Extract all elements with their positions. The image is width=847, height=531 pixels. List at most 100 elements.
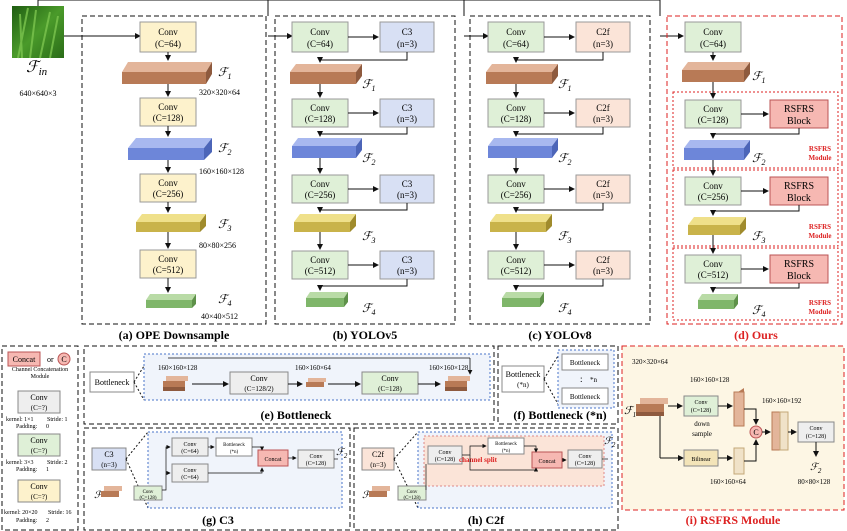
svg-text:(n=3): (n=3) — [101, 461, 117, 469]
svg-text:RSFRS: RSFRS — [784, 104, 814, 115]
panel-d-feature-4-block — [698, 294, 738, 309]
panel-b-c3-2: C3 (n=3) — [379, 98, 435, 128]
svg-text:RSFRS: RSFRS — [784, 259, 814, 270]
svg-text:C2f: C2f — [596, 179, 610, 189]
panel-c-conv-3: Conv (C=256) — [487, 174, 545, 204]
panel-e-conv-1 — [229, 371, 289, 395]
input-image — [12, 6, 64, 59]
input-routing-lines — [37, 0, 684, 39]
svg-text:Conv: Conv — [703, 259, 723, 269]
svg-text:Conv: Conv — [183, 468, 196, 474]
svg-text:(C=512): (C=512) — [698, 270, 729, 280]
panel-c-conv-4: Conv (C=512) — [487, 250, 545, 280]
svg-text:Block: Block — [787, 271, 811, 282]
panel-e: Bottleneck 160×160×128 Conv (C=128/2) 16… — [83, 345, 495, 425]
svg-text:0: 0 — [46, 424, 49, 430]
panel-a-size-3: 80×80×256 — [199, 241, 236, 250]
panel-a-feature-1-block — [122, 62, 212, 84]
panel-c-c2f-1: C2f (n=3) — [575, 21, 631, 53]
panel-d-feature-4-label: ℱ4 — [752, 303, 765, 319]
panel-d-rsfrs-block-3: RSFRS Block — [769, 254, 829, 284]
svg-text:(*n): (*n) — [517, 381, 529, 389]
panel-i-tall-block-2 — [733, 447, 745, 475]
svg-text:Stride: 2: Stride: 2 — [47, 460, 68, 466]
panel-d-conv-1: Conv (C=64) — [684, 21, 742, 53]
panel-d-conv-3: Conv (C=256) — [684, 176, 742, 206]
panel-d-conv-4: Conv (C=512) — [684, 254, 742, 284]
panel-c-feature-2-label: ℱ2 — [558, 151, 571, 167]
panel-c: Conv (C=64) C2f (n=3) ℱ1 Conv (C=128) C2… — [486, 21, 631, 317]
svg-text:down: down — [694, 420, 710, 428]
svg-text:Conv: Conv — [309, 454, 322, 460]
panel-h-caption: (h) C2f — [468, 513, 505, 527]
panel-a-feature-2-label: ℱ2 — [218, 141, 231, 157]
svg-text:Padding:: Padding: — [16, 518, 38, 524]
svg-text:Conv: Conv — [506, 103, 526, 113]
svg-text:Conv: Conv — [381, 374, 398, 383]
panel-b-feature-4-label: ℱ4 — [362, 301, 375, 317]
panel-d-frame — [666, 15, 843, 325]
panel-f-item-1 — [561, 353, 609, 371]
svg-text:C3: C3 — [402, 27, 413, 37]
panel-d-caption: (d) Ours — [734, 328, 778, 342]
svg-text:Conv: Conv — [30, 393, 47, 402]
svg-text:Bottleneck: Bottleneck — [506, 370, 541, 379]
svg-text:(C=128): (C=128) — [691, 407, 711, 414]
panel-d-feature-1-block — [682, 62, 750, 82]
panel-b-feature-1-block — [290, 64, 362, 84]
panel-a-conv-3: Conv (C=256) — [139, 173, 197, 203]
panel-b-feature-3-block — [294, 214, 356, 232]
panel-a-caption: (a) OPE Downsample — [119, 328, 230, 342]
svg-text:Stride: 1: Stride: 1 — [47, 417, 68, 423]
svg-text:(C=128): (C=128) — [806, 433, 826, 440]
panel-e-feature-cube-2 — [306, 378, 326, 387]
svg-text:RSFRS: RSFRS — [809, 299, 831, 307]
svg-text:Conv: Conv — [183, 442, 196, 448]
svg-text:80×80×128: 80×80×128 — [798, 478, 831, 486]
svg-text:(*n): (*n) — [230, 450, 239, 455]
svg-text:160×160×128: 160×160×128 — [158, 364, 198, 372]
svg-text:*n: *n — [590, 376, 598, 384]
panel-d-feature-2-label: ℱ2 — [752, 151, 765, 167]
svg-text:(n=3): (n=3) — [593, 39, 613, 49]
panel-f: Bottleneck (*n) Bottleneck : *n Bottlene… — [497, 345, 619, 425]
panel-c-feature-1-label: ℱ1 — [558, 77, 571, 93]
svg-text:Conv: Conv — [143, 490, 154, 495]
panel-c-feature-3-label: ℱ3 — [558, 229, 571, 245]
svg-text:(n=3): (n=3) — [593, 190, 613, 200]
panel-c-conv-1: Conv (C=64) — [487, 21, 545, 53]
svg-text:Bottleneck: Bottleneck — [95, 378, 130, 387]
panel-c-c2f-2: C2f (n=3) — [575, 98, 631, 128]
legend-concat-circle — [57, 352, 71, 366]
svg-text:Block: Block — [787, 116, 811, 127]
svg-text:Conv: Conv — [30, 482, 47, 491]
svg-text:Concat: Concat — [265, 457, 282, 463]
svg-text:Conv: Conv — [506, 255, 526, 265]
svg-text:C3: C3 — [104, 450, 113, 459]
svg-text:ℱ: ℱ — [94, 490, 104, 501]
panel-b-conv-1: Conv (C=64) — [291, 21, 349, 53]
svg-text:Bottleneck: Bottleneck — [223, 443, 245, 448]
svg-text:(C=64): (C=64) — [700, 39, 726, 49]
svg-text:(C=128): (C=128) — [140, 496, 157, 501]
panel-e-conv-2 — [361, 371, 419, 395]
svg-text:(C=128): (C=128) — [575, 460, 595, 467]
svg-text:(n=3): (n=3) — [370, 461, 386, 469]
svg-text:Conv: Conv — [310, 255, 330, 265]
svg-text:Module: Module — [809, 232, 832, 240]
svg-text:(C=512): (C=512) — [501, 266, 532, 276]
svg-text:C: C — [753, 428, 758, 437]
panel-b-feature-4-block — [306, 292, 348, 307]
svg-text:(C=?): (C=?) — [31, 493, 48, 501]
svg-text:(n=3): (n=3) — [397, 114, 417, 124]
svg-text:Conv: Conv — [578, 454, 591, 460]
legend-concat-box — [7, 351, 41, 367]
svg-text:(C=128): (C=128) — [153, 113, 184, 123]
panel-c-frame — [469, 15, 651, 325]
svg-text:(C=256): (C=256) — [501, 190, 532, 200]
svg-text:RSFRS: RSFRS — [809, 223, 831, 231]
svg-text:(C=?): (C=?) — [31, 447, 48, 455]
svg-text:160×160×192: 160×160×192 — [762, 397, 802, 405]
panel-a-feature-4-label: ℱ4 — [218, 292, 231, 308]
